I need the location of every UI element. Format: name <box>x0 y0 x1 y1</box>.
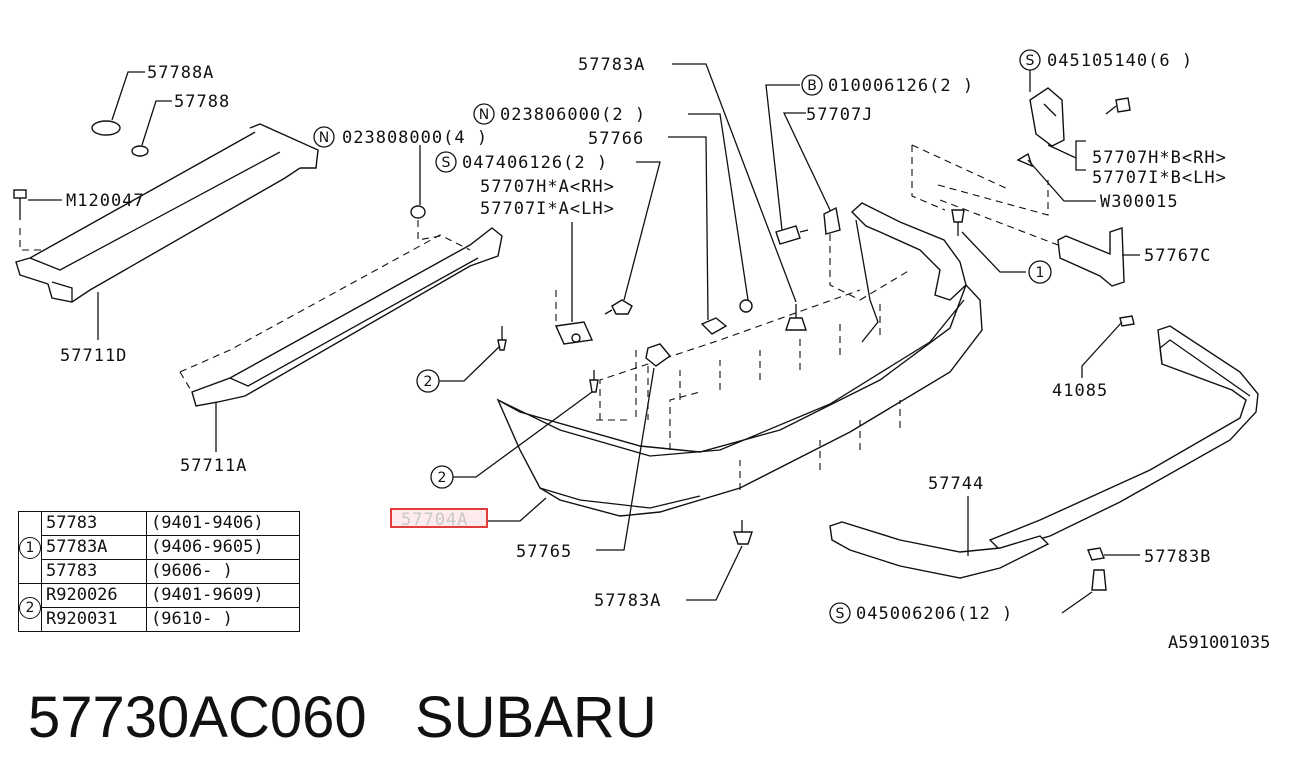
label-S045006206: 045006206(12 ) <box>856 604 1013 624</box>
label-57707J: 57707J <box>806 105 873 125</box>
label-N023808000: 023808000(4 ) <box>342 128 488 148</box>
marker-b <box>801 74 823 96</box>
label-57788: 57788 <box>174 92 230 112</box>
clip-57783A-bottom <box>733 520 753 545</box>
screw-N023806000 <box>700 317 728 335</box>
clip-1-right <box>951 209 965 236</box>
marker-s-2-text: S <box>1026 53 1035 69</box>
grommet-57788A <box>91 120 121 136</box>
bracket-57767C <box>1057 227 1125 287</box>
applicability-table: 1 57783 (9401-9406) 57783A (9406-9605) 5… <box>18 511 300 632</box>
spoiler-57744 <box>829 521 1050 579</box>
label-57707HA: 57707H*A<RH> <box>480 177 615 197</box>
marker-s-1-text: S <box>442 155 451 171</box>
label-M120047: M120047 <box>66 191 145 211</box>
bolt-B010006126 <box>775 225 809 245</box>
label-S045105140: 045105140(6 ) <box>1047 51 1193 71</box>
table-range-cell: (9610- ) <box>146 607 300 632</box>
marker-s-1 <box>435 151 457 173</box>
plug-57788 <box>131 145 149 157</box>
bolt-M120047 <box>13 189 27 220</box>
nut-57766 <box>739 299 753 313</box>
table-row: R920031 (9610- ) <box>19 607 300 632</box>
table-range-cell: (9606- ) <box>146 559 300 584</box>
marker-two-lower-text: 2 <box>438 470 447 486</box>
label-57767C: 57767C <box>1144 246 1211 266</box>
label-57788A: 57788A <box>147 63 214 83</box>
label-57783A-top: 57783A <box>578 55 645 75</box>
table-row: 1 57783 (9401-9406) <box>18 511 300 584</box>
reinforcement-57711A <box>179 205 503 407</box>
label-41085: 41085 <box>1052 381 1108 401</box>
bolt-S047406126 <box>604 299 633 315</box>
marker-n-2 <box>473 103 495 125</box>
bracket-57707HB <box>1029 87 1065 147</box>
marker-one-right <box>1028 260 1052 284</box>
leader-lines <box>28 61 1140 614</box>
label-57783B: 57783B <box>1144 547 1211 567</box>
label-B010006126: 010006126(2 ) <box>828 76 974 96</box>
label-W300015: W300015 <box>1100 192 1179 212</box>
table-range-cell: (9401-9609) <box>146 583 300 608</box>
table-range-cell: (9401-9406) <box>146 511 300 536</box>
label-57766: 57766 <box>588 129 644 149</box>
table-part-cell: 57783 <box>41 511 147 536</box>
brand-name: SUBARU <box>414 685 657 750</box>
bracket-57765 <box>645 343 672 420</box>
label-57783A-bottom: 57783A <box>594 591 661 611</box>
table-part-cell: 57783A <box>41 535 147 560</box>
marker-two-upper-text: 2 <box>424 374 433 390</box>
page-title: 57730AC060 SUBARU <box>28 684 657 752</box>
bolt-S045105140 <box>1105 97 1131 115</box>
marker-s-2 <box>1019 49 1041 71</box>
label-57707IA: 57707I*A<LH> <box>480 199 615 219</box>
label-57707HB: 57707H*B<RH> <box>1092 148 1227 168</box>
marker-b-text: B <box>807 78 817 94</box>
spoiler-41085 <box>988 315 1259 551</box>
label-57711D: 57711D <box>60 346 127 366</box>
label-N023806000: 023806000(2 ) <box>500 105 646 125</box>
table-key-1: 1 <box>18 511 42 584</box>
parts-diagram: 57788A 57788 M120047 57711D 57711A N 023… <box>13 49 1259 624</box>
marker-two-upper <box>416 369 440 393</box>
marker-one-right-text: 1 <box>1036 265 1045 281</box>
bracket-57707J <box>823 206 841 235</box>
part-number: 57730AC060 <box>28 685 367 750</box>
table-key-2: 2 <box>18 583 42 632</box>
clip-57783B <box>1087 547 1105 561</box>
drawing-code: A591001035 <box>1168 633 1271 653</box>
bumper-face-57704A <box>496 144 1059 517</box>
marker-two-lower <box>430 465 454 489</box>
marker-s-3 <box>829 602 851 624</box>
table-part-cell: R920031 <box>41 607 147 632</box>
table-row: 2 R920026 (9401-9609) <box>18 583 300 632</box>
clip-2-left <box>497 326 599 393</box>
marker-n-1 <box>313 126 335 148</box>
label-57711A: 57711A <box>180 456 247 476</box>
table-row: 57783A (9406-9605) <box>19 535 300 560</box>
label-57707IB: 57707I*B<LH> <box>1092 168 1227 188</box>
clip-57783A-top <box>785 304 807 331</box>
reinforcement-57711D <box>15 123 319 303</box>
highlight-57704A[interactable] <box>390 508 488 528</box>
screw-S045006206 <box>1091 569 1107 591</box>
table-range-cell: (9406-9605) <box>146 535 300 560</box>
marker-n-1-text: N <box>319 130 329 146</box>
table-part-cell: R920026 <box>41 583 147 608</box>
nut-W300015 <box>1016 152 1034 168</box>
label-S047406126: 047406126(2 ) <box>462 153 608 173</box>
marker-s-3-text: S <box>836 606 845 622</box>
table-row: 57783 (9606- ) <box>19 559 300 584</box>
marker-n-2-text: N <box>479 107 489 123</box>
label-57744: 57744 <box>928 474 984 494</box>
label-57765: 57765 <box>516 542 572 562</box>
table-part-cell: 57783 <box>41 559 147 584</box>
clip-57707HA <box>554 290 594 345</box>
label-57704A[interactable]: 57704A <box>401 510 468 530</box>
